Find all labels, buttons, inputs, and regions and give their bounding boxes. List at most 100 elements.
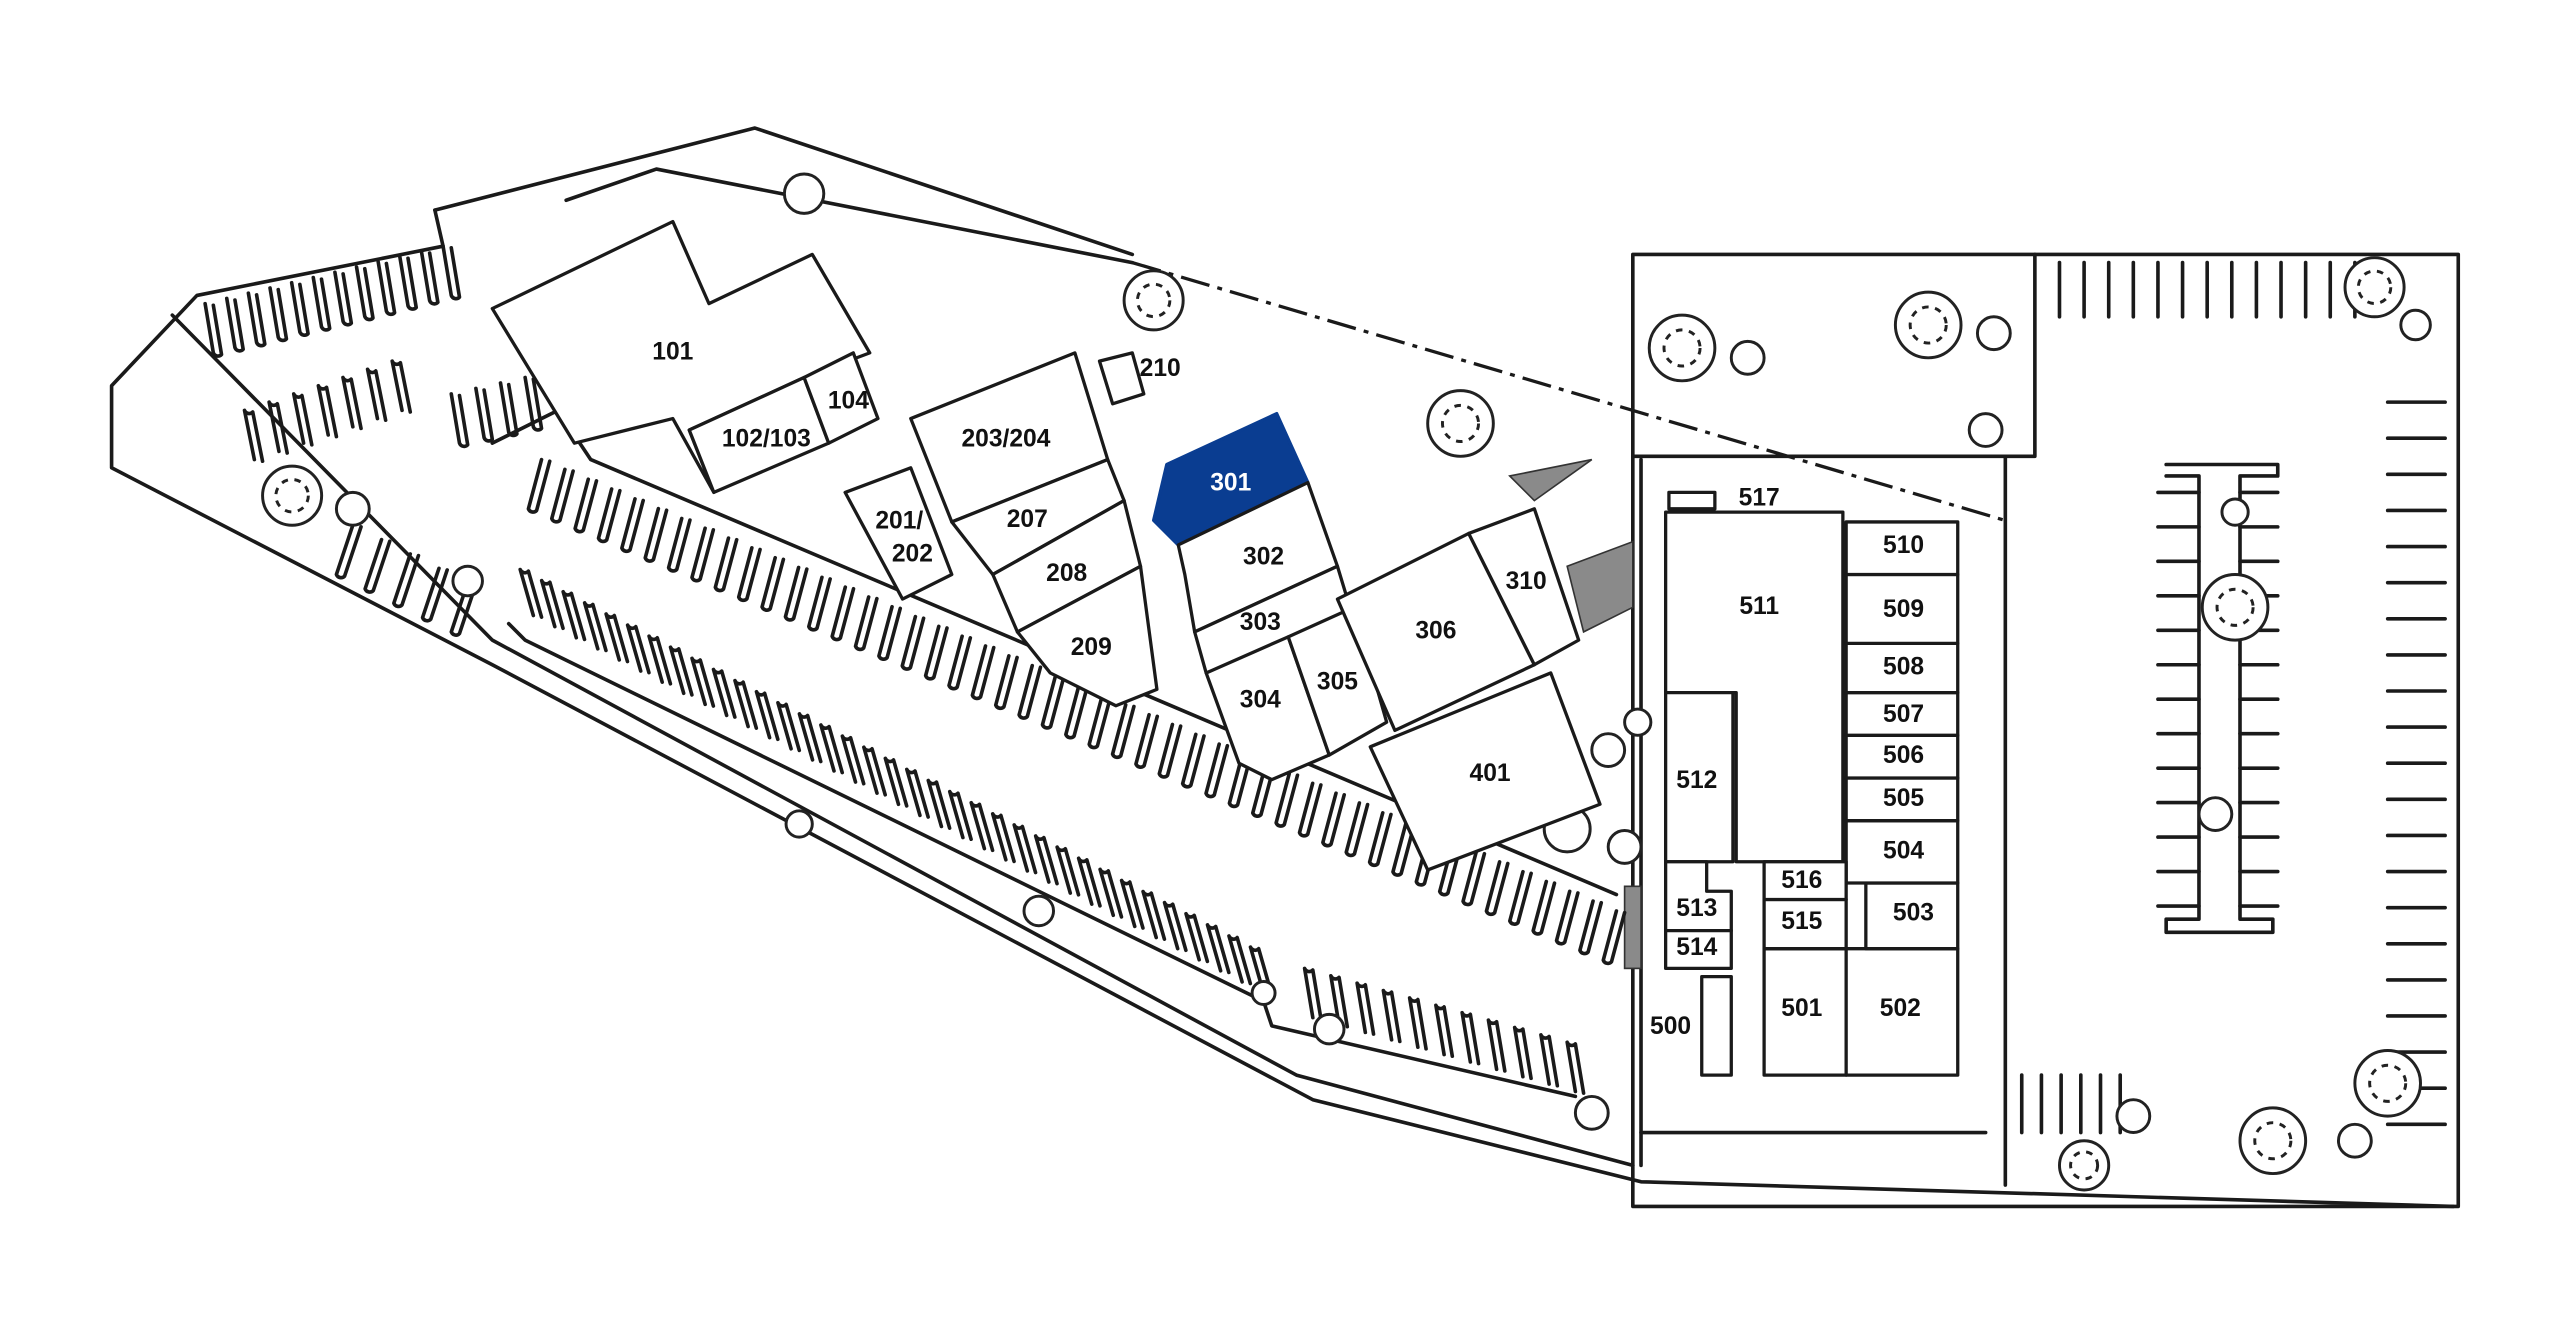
parking-stall xyxy=(498,381,519,438)
unit-517[interactable]: 517 xyxy=(1667,484,1780,511)
tree-icon xyxy=(2336,1122,2373,1159)
parking-stall xyxy=(316,383,339,439)
unit-label: 202 xyxy=(892,540,933,567)
unit-shape[interactable] xyxy=(1368,671,1602,872)
parking-stall xyxy=(819,723,845,775)
unit-209[interactable]: 209 xyxy=(1015,564,1159,708)
unit-104[interactable]: 104 xyxy=(802,351,880,445)
parking-stall xyxy=(969,800,995,853)
parking-stall xyxy=(1098,867,1124,919)
parking-stall xyxy=(311,275,332,332)
unit-505[interactable]: 505 xyxy=(1844,776,1960,823)
unit-512[interactable]: 512 xyxy=(1664,691,1735,864)
unit-207[interactable]: 207 xyxy=(950,457,1126,577)
parking-stall xyxy=(523,375,544,432)
parking-stall xyxy=(1162,900,1188,953)
unit-label: 506 xyxy=(1883,742,1924,769)
unit-513[interactable]: 513 xyxy=(1664,860,1733,933)
unit-shape[interactable] xyxy=(1015,564,1159,708)
tree-icon xyxy=(1606,829,1643,865)
parking-stripes xyxy=(203,244,2447,1135)
unit-label: 208 xyxy=(1046,560,1087,587)
unit-shape[interactable] xyxy=(1664,691,1735,864)
parking-stall xyxy=(573,477,599,534)
parking-stall xyxy=(268,286,289,343)
parking-stall xyxy=(539,578,565,631)
unit-label: 502 xyxy=(1880,995,1921,1022)
unit-shape[interactable] xyxy=(1762,860,1848,902)
unit-shape[interactable] xyxy=(1700,974,1733,1077)
parking-stall xyxy=(783,565,809,622)
parking-stall xyxy=(807,575,832,632)
parking-stall xyxy=(776,700,802,753)
tree-icon xyxy=(1250,980,1277,1006)
parking-stall xyxy=(690,656,716,708)
unit-510[interactable]: 510 xyxy=(1844,520,1960,577)
tree-icon xyxy=(1975,315,2012,352)
unit-514[interactable]: 514 xyxy=(1664,929,1733,971)
unit-label: 304 xyxy=(1240,686,1281,713)
parking-stall xyxy=(1461,850,1487,907)
unit-shape[interactable] xyxy=(1844,520,1960,577)
tree-canopy-icon xyxy=(2368,1063,2408,1103)
parking-stall xyxy=(647,634,673,686)
parking-stall xyxy=(733,678,759,730)
unit-508[interactable]: 508 xyxy=(1844,641,1960,695)
unit-516[interactable]: 516 xyxy=(1762,860,1848,902)
tree-icon xyxy=(2220,497,2250,527)
unit-shape[interactable] xyxy=(1664,929,1733,971)
tree-icon xyxy=(782,172,826,215)
unit-label: 511 xyxy=(1739,593,1779,620)
parking-stall xyxy=(398,254,419,311)
parking-stall xyxy=(643,506,669,563)
unit-label: 505 xyxy=(1883,785,1924,812)
unit-515[interactable]: 515 xyxy=(1762,897,1848,951)
unit-label: 301 xyxy=(1210,470,1251,497)
unit-500[interactable]: 500 xyxy=(1650,974,1733,1077)
unit-310[interactable]: 310 xyxy=(1467,507,1581,667)
unit-shape[interactable] xyxy=(1667,490,1717,511)
unit-511[interactable]: 511 xyxy=(1664,510,1845,864)
unit-509[interactable]: 509 xyxy=(1844,572,1960,646)
unit-304[interactable]: 304 xyxy=(1204,635,1331,782)
parking-stall xyxy=(1017,663,1043,720)
unit-507[interactable]: 507 xyxy=(1844,691,1960,737)
parking-stall xyxy=(970,644,996,701)
unit-shape[interactable] xyxy=(1204,635,1331,782)
parking-stall xyxy=(1248,945,1274,997)
unit-shape[interactable] xyxy=(802,351,880,445)
tree-icon xyxy=(451,564,484,598)
parking-stall xyxy=(1055,845,1081,897)
unit-label: 513 xyxy=(1676,895,1717,922)
unit-306[interactable]: 306 xyxy=(1335,531,1536,733)
unit-502[interactable]: 502 xyxy=(1844,947,1960,1077)
tree-canopy-icon xyxy=(274,477,310,514)
unit-401[interactable]: 401 xyxy=(1368,671,1602,872)
unit-501[interactable]: 501 xyxy=(1762,947,1848,1077)
parking-stall xyxy=(1227,752,1253,809)
unit-shape[interactable] xyxy=(1467,507,1581,667)
parking-stall xyxy=(1033,834,1059,886)
parking-stall xyxy=(390,359,413,414)
tree-icon xyxy=(2115,1098,2152,1135)
unit-label: 516 xyxy=(1781,867,1822,894)
parking-stall xyxy=(840,734,866,786)
parking-stall xyxy=(947,789,973,842)
parking-stall xyxy=(1531,879,1557,936)
unit-shape[interactable] xyxy=(1097,351,1146,406)
parking-stall xyxy=(1227,934,1253,986)
parking-stall xyxy=(1274,771,1300,828)
unit-201-202[interactable]: 201/202 xyxy=(843,466,954,601)
parking-stall xyxy=(926,778,952,830)
parking-stall xyxy=(1087,693,1113,750)
unit-shape[interactable] xyxy=(843,466,954,601)
unit-506[interactable]: 506 xyxy=(1844,733,1960,780)
unit-label: 210 xyxy=(1140,355,1181,382)
unit-504[interactable]: 504 xyxy=(1844,819,1960,885)
unit-503[interactable]: 503 xyxy=(1864,881,1960,951)
unit-101[interactable]: 101 xyxy=(490,219,872,495)
unit-210[interactable]: 210 xyxy=(1097,351,1181,406)
parking-stall xyxy=(474,386,495,443)
parking-stall xyxy=(604,612,630,664)
